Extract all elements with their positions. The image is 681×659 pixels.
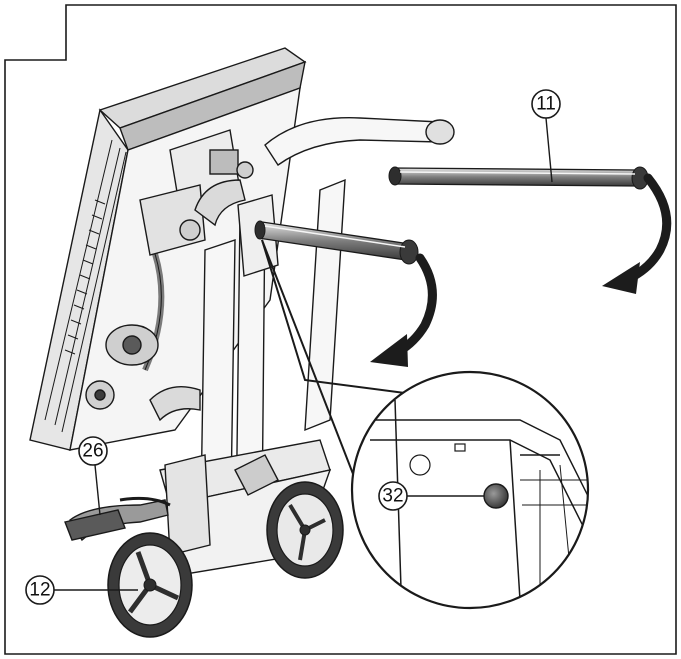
saw-table [29,47,307,451]
zoom-connector [261,239,421,498]
handle-bar-front [254,220,419,265]
wheel-12 [107,532,193,638]
callout-26-label: 26 [82,441,103,462]
handle-grip-front [399,239,419,265]
callout-leaders [54,117,553,591]
handle-bar-11 [388,166,649,190]
callout-11-label: 11 [536,94,556,115]
lock-knob-32 [483,483,509,509]
callout-32: 32 [378,481,408,511]
callout-11: 11 [531,89,561,119]
zoom-detail-circle [350,370,590,610]
wheel-rear [266,481,344,579]
rotation-arrow-rear [602,173,672,294]
callout-32-label: 32 [382,486,403,507]
rack-teeth [64,199,106,355]
callout-26: 26 [78,436,108,466]
rotation-arrow-front [370,253,437,367]
callout-12: 12 [25,575,55,605]
callout-12-label: 12 [29,580,50,601]
